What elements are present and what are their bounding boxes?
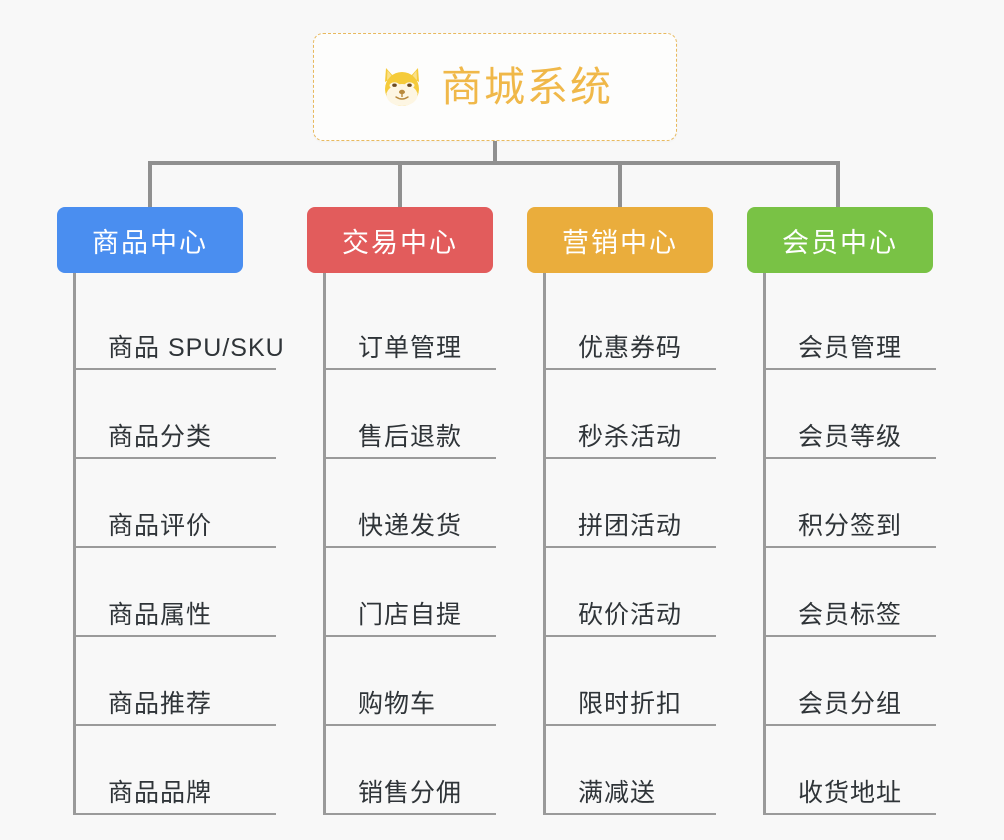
- branch-member-center: 会员中心 会员管理 会员等级 积分签到 会员标签 会员分组 收货地址: [747, 207, 936, 815]
- leaf-node[interactable]: 会员管理: [766, 281, 936, 370]
- leaf-label: 会员管理: [798, 333, 903, 362]
- leaf-node[interactable]: 优惠券码: [546, 281, 716, 370]
- leaf-node[interactable]: 商品推荐: [76, 637, 276, 726]
- branch-header-0[interactable]: 商品中心: [57, 207, 243, 273]
- branch-header-label-3: 会员中心: [782, 227, 898, 258]
- branch-header-label-0: 商品中心: [92, 227, 208, 258]
- shiba-dog-icon: [377, 62, 427, 112]
- leaf-label: 快递发货: [358, 511, 463, 540]
- leaf-label: 售后退款: [358, 422, 463, 451]
- leaf-node[interactable]: 拼团活动: [546, 459, 716, 548]
- leaf-node[interactable]: 限时折扣: [546, 637, 716, 726]
- connector-drop-4: [836, 161, 840, 208]
- leaf-node[interactable]: 商品评价: [76, 459, 276, 548]
- leaf-label: 秒杀活动: [578, 422, 683, 451]
- leaf-label: 积分签到: [798, 511, 903, 540]
- leaf-node[interactable]: 积分签到: [766, 459, 936, 548]
- branch-header-3[interactable]: 会员中心: [747, 207, 933, 273]
- leaf-label: 订单管理: [358, 333, 463, 362]
- leaf-node[interactable]: 砍价活动: [546, 548, 716, 637]
- connector-drop-2: [398, 161, 402, 208]
- leaf-node[interactable]: 商品品牌: [76, 726, 276, 815]
- root-node[interactable]: 商城系统: [313, 33, 677, 141]
- leaf-node[interactable]: 秒杀活动: [546, 370, 716, 459]
- branch-marketing-center: 营销中心 优惠券码 秒杀活动 拼团活动 砍价活动 限时折扣 满减送: [527, 207, 716, 815]
- leaf-node[interactable]: 销售分佣: [326, 726, 496, 815]
- connector-drop-1: [148, 161, 152, 208]
- leaf-node[interactable]: 门店自提: [326, 548, 496, 637]
- leaf-node[interactable]: 商品分类: [76, 370, 276, 459]
- leaf-label: 商品分类: [108, 422, 213, 451]
- branch-items-3: 会员管理 会员等级 积分签到 会员标签 会员分组 收货地址: [763, 273, 936, 815]
- leaf-node[interactable]: 会员标签: [766, 548, 936, 637]
- leaf-node[interactable]: 会员等级: [766, 370, 936, 459]
- branch-items-0: 商品 SPU/SKU 商品分类 商品评价 商品属性 商品推荐 商品品牌: [73, 273, 284, 815]
- branch-header-label-1: 交易中心: [342, 227, 458, 258]
- leaf-node[interactable]: 快递发货: [326, 459, 496, 548]
- branch-header-1[interactable]: 交易中心: [307, 207, 493, 273]
- leaf-node[interactable]: 商品属性: [76, 548, 276, 637]
- root-title: 商城系统: [441, 63, 613, 110]
- leaf-label: 砍价活动: [578, 600, 683, 629]
- leaf-label: 拼团活动: [578, 511, 683, 540]
- leaf-node[interactable]: 商品 SPU/SKU: [76, 281, 284, 370]
- leaf-node[interactable]: 满减送: [546, 726, 716, 815]
- leaf-node[interactable]: 收货地址: [766, 726, 936, 815]
- connector-horizontal-bus: [148, 161, 840, 165]
- leaf-label: 优惠券码: [578, 333, 683, 362]
- branch-header-2[interactable]: 营销中心: [527, 207, 713, 273]
- branch-trade-center: 交易中心 订单管理 售后退款 快递发货 门店自提 购物车 销售分佣: [307, 207, 496, 815]
- branch-product-center: 商品中心 商品 SPU/SKU 商品分类 商品评价 商品属性 商品推荐 商品品牌: [57, 207, 284, 815]
- leaf-label: 商品 SPU/SKU: [108, 333, 285, 362]
- branch-items-2: 优惠券码 秒杀活动 拼团活动 砍价活动 限时折扣 满减送: [543, 273, 716, 815]
- leaf-label: 会员标签: [798, 600, 903, 629]
- leaf-node[interactable]: 会员分组: [766, 637, 936, 726]
- leaf-label: 门店自提: [358, 600, 463, 629]
- branch-items-1: 订单管理 售后退款 快递发货 门店自提 购物车 销售分佣: [323, 273, 496, 815]
- leaf-label: 会员等级: [798, 422, 903, 451]
- connector-drop-3: [618, 161, 622, 208]
- leaf-label: 销售分佣: [358, 778, 463, 807]
- branch-header-label-2: 营销中心: [562, 227, 678, 258]
- leaf-node[interactable]: 订单管理: [326, 281, 496, 370]
- leaf-label: 限时折扣: [578, 689, 683, 718]
- leaf-label: 商品品牌: [108, 778, 213, 807]
- leaf-label: 会员分组: [798, 689, 903, 718]
- leaf-label: 购物车: [358, 689, 437, 718]
- leaf-label: 收货地址: [798, 778, 903, 807]
- connector-root-stem: [493, 141, 497, 163]
- leaf-label: 商品评价: [108, 511, 213, 540]
- leaf-node[interactable]: 售后退款: [326, 370, 496, 459]
- leaf-label: 商品属性: [108, 600, 213, 629]
- leaf-node[interactable]: 购物车: [326, 637, 496, 726]
- leaf-label: 满减送: [578, 778, 657, 807]
- leaf-label: 商品推荐: [108, 689, 213, 718]
